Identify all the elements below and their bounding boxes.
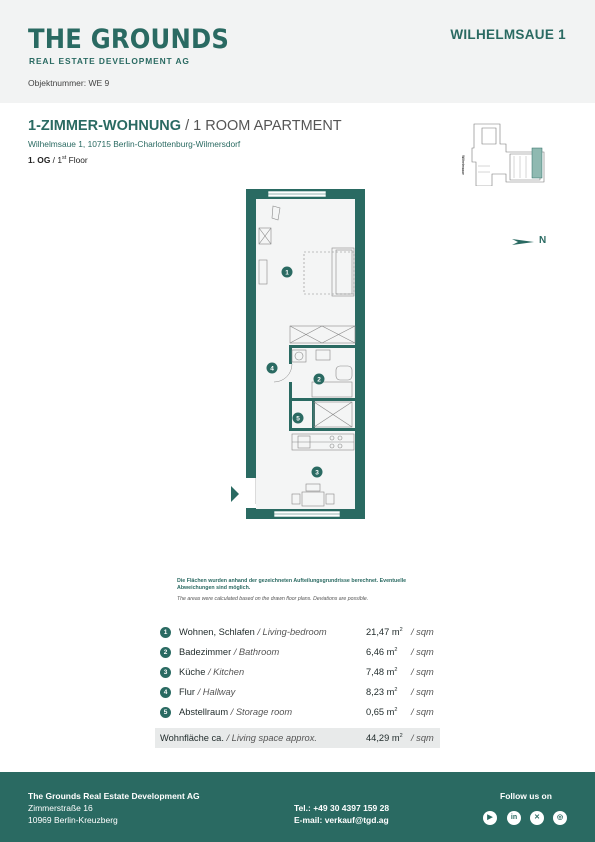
room-name: Wohnen, Schlafen xyxy=(179,627,255,637)
brand-logo-title: THE GROUNDS xyxy=(28,24,230,55)
area-sup: 2 xyxy=(394,667,398,673)
title-separator: / xyxy=(181,118,194,134)
room-name: Abstellraum xyxy=(179,707,229,717)
room-area: 21,47 m xyxy=(366,627,400,638)
room-number-badge: 2 xyxy=(160,647,171,658)
total-unit: / sqm xyxy=(411,733,434,743)
room-number-badge: 5 xyxy=(160,707,171,718)
room-row: 4 Flur / Hallway 8,23 m2 / sqm xyxy=(155,685,440,705)
room-name-en: / Storage room xyxy=(228,707,293,717)
footer-city: 10969 Berlin-Kreuzberg xyxy=(28,815,118,825)
room-list: 1 Wohnen, Schlafen / Living-bedroom 21,4… xyxy=(155,625,440,725)
room-name-en: / Living-bedroom xyxy=(254,627,327,637)
room-marker-3: 3 xyxy=(311,466,323,478)
room-marker-2: 2 xyxy=(313,373,325,385)
room-name-en: / Kitchen xyxy=(205,667,245,677)
object-number: Objektnummer: WE 9 xyxy=(28,78,110,88)
room-unit: / sqm xyxy=(411,687,434,697)
footer-email: E-mail: verkauf@tgd.ag xyxy=(294,815,389,825)
title-de: 1-ZIMMER-WOHNUNG xyxy=(28,118,182,134)
room-name: Küche xyxy=(179,667,206,677)
room-row: 3 Küche / Kitchen 7,48 m2 / sqm xyxy=(155,665,440,685)
floor-separator: / xyxy=(50,155,58,165)
room-number-badge: 1 xyxy=(160,627,171,638)
site-plan: Wilhelmsaue xyxy=(460,123,545,186)
address: Wilhelmsaue 1, 10715 Berlin-Charlottenbu… xyxy=(28,139,241,149)
area-sup: 2 xyxy=(394,687,398,693)
total-living-space-row: Wohnfläche ca. / Living space approx. 44… xyxy=(155,728,440,748)
area-note-de: Die Flächen wurden anhand der gezeichnet… xyxy=(177,578,407,591)
room-unit: / sqm xyxy=(411,627,434,637)
area-sup: 2 xyxy=(399,733,403,739)
north-arrow-icon xyxy=(512,239,534,245)
footer: The Grounds Real Estate Development AG Z… xyxy=(0,772,595,842)
room-name-en: / Hallway xyxy=(195,687,236,697)
floor-suffix: st xyxy=(62,155,67,162)
svg-text:1: 1 xyxy=(285,270,289,277)
room-area: 0,65 m xyxy=(366,707,395,718)
floor-number: 1 xyxy=(57,155,62,165)
room-number-badge: 4 xyxy=(160,687,171,698)
area-sup: 2 xyxy=(394,707,398,713)
linkedin-icon[interactable]: in xyxy=(507,811,521,825)
street-label: Wilhelmsaue xyxy=(461,155,465,175)
room-row: 5 Abstellraum / Storage room 0,65 m2 / s… xyxy=(155,705,440,725)
total-area: 44,29 m xyxy=(366,733,400,744)
svg-text:2: 2 xyxy=(317,377,321,384)
room-marker-5: 5 xyxy=(292,412,304,424)
page-title: 1-ZIMMER-WOHNUNG / 1 ROOM APARTMENT xyxy=(28,118,342,134)
area-note-en: The areas were calculated based on the d… xyxy=(177,596,369,602)
floor-en: Floor xyxy=(66,155,88,165)
title-en: 1 ROOM APARTMENT xyxy=(193,118,342,134)
north-label: N xyxy=(539,235,547,246)
svg-text:3: 3 xyxy=(315,470,319,477)
room-area: 6,46 m xyxy=(366,647,395,658)
area-sup: 2 xyxy=(394,647,398,653)
floor-de: 1. OG xyxy=(28,155,51,165)
room-row: 1 Wohnen, Schlafen / Living-bedroom 21,4… xyxy=(155,625,440,645)
svg-text:5: 5 xyxy=(296,416,300,423)
floor-label: 1. OG / 1st Floor xyxy=(28,155,88,165)
brand-logo-subtitle: REAL ESTATE DEVELOPMENT AG xyxy=(29,56,190,66)
footer-company: The Grounds Real Estate Development AG xyxy=(28,791,200,801)
svg-text:4: 4 xyxy=(270,366,274,373)
room-unit: / sqm xyxy=(411,707,434,717)
room-name: Flur xyxy=(179,687,196,697)
area-sup: 2 xyxy=(399,627,403,633)
follow-us-label: Follow us on xyxy=(500,791,552,801)
header: THE GROUNDS REAL ESTATE DEVELOPMENT AG O… xyxy=(0,0,595,103)
youtube-icon[interactable]: ▶ xyxy=(483,811,497,825)
site-plan-street xyxy=(460,152,464,178)
room-number-badge: 3 xyxy=(160,667,171,678)
room-marker-4: 4 xyxy=(266,362,278,374)
room-marker-1: 1 xyxy=(281,266,293,278)
room-row: 2 Badezimmer / Bathroom 6,46 m2 / sqm xyxy=(155,645,440,665)
property-name: WILHELMSAUE 1 xyxy=(450,27,566,42)
room-area: 7,48 m xyxy=(366,667,395,678)
room-name-en: / Bathroom xyxy=(231,647,280,657)
floor-plan: 1 2 3 4 5 xyxy=(231,189,365,519)
xing-icon[interactable]: ✕ xyxy=(530,811,544,825)
room-unit: / sqm xyxy=(411,667,434,677)
total-label-en: / Living space approx. xyxy=(223,733,317,743)
instagram-icon[interactable]: ◎ xyxy=(553,811,567,825)
room-unit: / sqm xyxy=(411,647,434,657)
footer-street: Zimmerstraße 16 xyxy=(28,803,93,813)
room-area: 8,23 m xyxy=(366,687,395,698)
total-label: Wohnfläche ca. xyxy=(160,733,224,743)
room-name: Badezimmer xyxy=(179,647,232,657)
footer-phone: Tel.: +49 30 4397 159 28 xyxy=(294,803,390,813)
